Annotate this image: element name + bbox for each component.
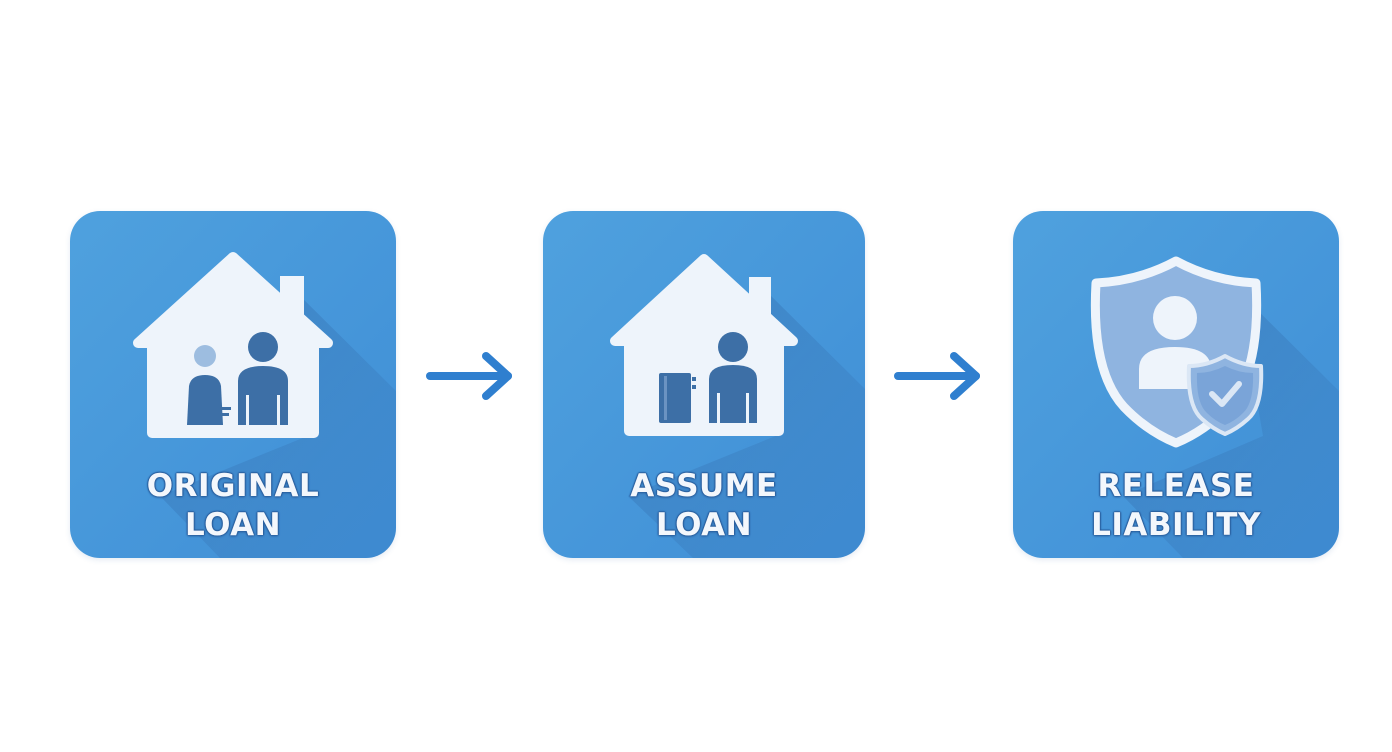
step-label-original-loan: ORIGINAL LOAN bbox=[70, 467, 396, 545]
step-card-release-liability: RELEASE LIABILITY bbox=[1013, 211, 1339, 558]
step-label-assume-loan: ASSUME LOAN bbox=[543, 467, 865, 545]
step-label-line2: LOAN bbox=[655, 507, 753, 543]
step-label-release-liability: RELEASE LIABILITY bbox=[1013, 467, 1339, 545]
step-label-line2: LOAN bbox=[184, 507, 282, 543]
card-background bbox=[1013, 211, 1339, 558]
shield-with-person-and-check-icon bbox=[1090, 256, 1264, 448]
step-card-assume-loan: ASSUME LOAN bbox=[543, 211, 865, 558]
step-label-line2: LIABILITY bbox=[1091, 507, 1261, 543]
step-label-line1: ASSUME bbox=[630, 468, 778, 504]
house-with-person-and-box-icon bbox=[610, 254, 798, 436]
step-label-line1: RELEASE bbox=[1097, 468, 1255, 504]
right-arrow-icon bbox=[426, 352, 512, 400]
step-card-original-loan: ORIGINAL LOAN bbox=[70, 211, 396, 558]
right-arrow-icon bbox=[894, 352, 980, 400]
step-label-line1: ORIGINAL bbox=[146, 468, 320, 504]
house-with-two-people-icon bbox=[133, 252, 333, 438]
